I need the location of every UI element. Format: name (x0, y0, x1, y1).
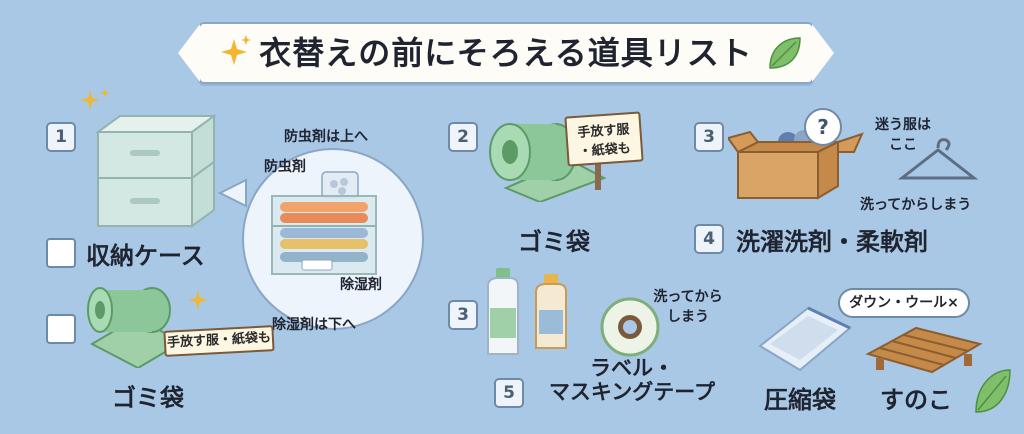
bubble-pointer (218, 178, 247, 208)
sign-post (595, 160, 601, 190)
label-detergent-softener: 洗濯洗剤・柔軟剤 (736, 228, 928, 256)
label-compression-bag: 圧縮袋 (764, 386, 836, 414)
label-dehumidifier: 除湿剤 (340, 277, 382, 293)
sparkle-icon (188, 290, 208, 310)
title-banner: 衣替えの前にそろえる道具リスト (178, 22, 834, 84)
note-wash-then-store: 洗ってからしまう (860, 197, 972, 213)
compression-bag-illustration (758, 306, 852, 372)
cardboard-box-illustration (728, 130, 864, 200)
item-number-5: 5 (494, 378, 524, 408)
sparkle-icon (80, 88, 110, 110)
stacked-clothes-illustration (271, 171, 377, 275)
item-number-4: 4 (694, 224, 724, 254)
label-storage-case: 収納ケース (86, 242, 205, 270)
wooden-slats-illustration (865, 326, 983, 374)
leaf-icon (769, 37, 801, 69)
masking-tape-illustration (600, 297, 660, 357)
note-insecticide-top: 防虫剤は上へ (284, 129, 368, 145)
storage-case-illustration (94, 114, 218, 228)
sign-discard-clothes: 手放す服・紙袋も (163, 325, 275, 357)
leaf-icon (975, 369, 1011, 413)
label-slats: すのこ (880, 386, 952, 414)
label-insecticide: 防虫剤 (264, 159, 306, 175)
detergent-bottles-illustration (487, 268, 567, 355)
note-wash-before-storing: 洗ってから しまう (653, 289, 723, 325)
item-number-1: 1 (46, 122, 76, 152)
item-number-3: 3 (694, 122, 724, 152)
item-number-2: 2 (448, 122, 478, 152)
garbage-bag-roll-illustration (489, 123, 606, 202)
sign-discard-clothes: 手放す服 ・紙袋も (564, 111, 644, 167)
label-garbage-bags-2: ゴミ袋 (518, 228, 590, 256)
checkbox-garbage-bags[interactable] (46, 314, 76, 344)
page-title: 衣替えの前にそろえる道具リスト (259, 34, 753, 72)
hanger-icon (898, 138, 978, 180)
note-dehumidifier-bottom: 除湿剤は下へ (272, 317, 356, 333)
sparkle-icon (221, 35, 251, 65)
note-unsure-clothes: 迷う服は ここ (875, 117, 931, 153)
label-masking-tape: ラベル・ マスキングテープ (548, 356, 716, 404)
question-bubble: ? (804, 108, 842, 146)
checkbox-storage-case[interactable] (46, 238, 76, 268)
warning-pill-no-down-wool: ダウン・ウール× (838, 288, 970, 318)
label-garbage-bags: ゴミ袋 (112, 384, 184, 412)
item-number-3-detergent: 3 (448, 300, 478, 330)
